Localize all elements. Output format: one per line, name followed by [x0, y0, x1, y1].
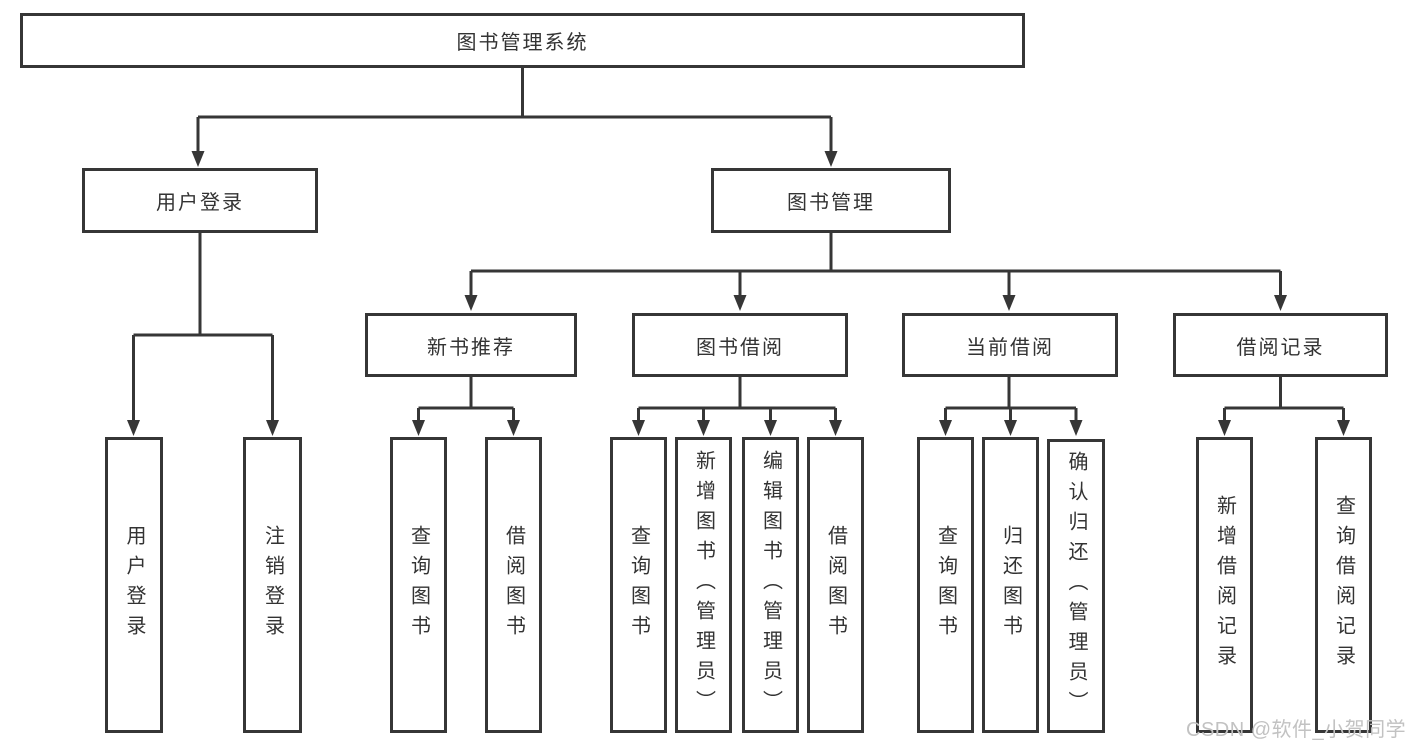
csdn-watermark: CSDN @软件_小贺同学 [1186, 719, 1405, 741]
leaf-recommend-borrow-books: 借阅图书 [485, 437, 542, 733]
leaf-confirm-return-admin: 确认归还（管理员） [1047, 439, 1105, 733]
node-book-management-label: 图书管理 [787, 192, 875, 214]
leaf-add-borrow-record: 新增借阅记录 [1196, 437, 1253, 733]
leaf-add-books-admin: 新增图书（管理员） [675, 437, 732, 733]
node-current-borrowing-label: 当前借阅 [966, 336, 1054, 359]
leaf-logout: 注销登录 [243, 437, 302, 733]
leaf-add-books-admin-label: 新增图书（管理员） [692, 450, 715, 720]
node-borrowing-records: 借阅记录 [1173, 313, 1388, 377]
leaf-return-books: 归还图书 [982, 437, 1039, 733]
leaf-borrowing-query-books-label: 查询图书 [627, 525, 650, 645]
node-borrowing-records-label: 借阅记录 [1236, 336, 1325, 359]
leaf-edit-books-admin: 编辑图书（管理员） [742, 437, 799, 733]
leaf-borrow-books: 借阅图书 [807, 437, 864, 733]
node-library-management-system: 图书管理系统 [20, 13, 1025, 68]
leaf-recommend-query-books-label: 查询图书 [407, 525, 430, 645]
leaf-return-books-label: 归还图书 [999, 525, 1022, 645]
leaf-borrow-books-label: 借阅图书 [824, 525, 847, 645]
node-new-book-recommend-label: 新书推荐 [427, 336, 515, 359]
leaf-edit-books-admin-label: 编辑图书（管理员） [759, 450, 782, 720]
leaf-user-login: 用户登录 [105, 437, 163, 733]
node-user-login: 用户登录 [82, 168, 318, 233]
node-current-borrowing: 当前借阅 [902, 313, 1118, 377]
leaf-logout-label: 注销登录 [261, 525, 284, 645]
leaf-confirm-return-admin-label: 确认归还（管理员） [1065, 451, 1087, 721]
node-user-login-label: 用户登录 [156, 192, 244, 214]
leaf-add-borrow-record-label: 新增借阅记录 [1213, 495, 1236, 675]
leaf-user-login-label: 用户登录 [123, 525, 145, 645]
leaf-recommend-query-books: 查询图书 [390, 437, 447, 733]
leaf-current-query-books-label: 查询图书 [934, 525, 957, 645]
node-library-management-system-label: 图书管理系统 [456, 32, 589, 54]
leaf-recommend-borrow-books-label: 借阅图书 [502, 525, 525, 645]
leaf-borrowing-query-books: 查询图书 [610, 437, 667, 733]
node-book-borrowing: 图书借阅 [632, 313, 848, 377]
node-book-borrowing-label: 图书借阅 [696, 336, 784, 359]
leaf-query-borrow-record: 查询借阅记录 [1315, 437, 1372, 733]
node-book-management: 图书管理 [711, 168, 951, 233]
node-new-book-recommend: 新书推荐 [365, 313, 577, 377]
leaf-current-query-books: 查询图书 [917, 437, 974, 733]
leaf-query-borrow-record-label: 查询借阅记录 [1332, 495, 1355, 675]
